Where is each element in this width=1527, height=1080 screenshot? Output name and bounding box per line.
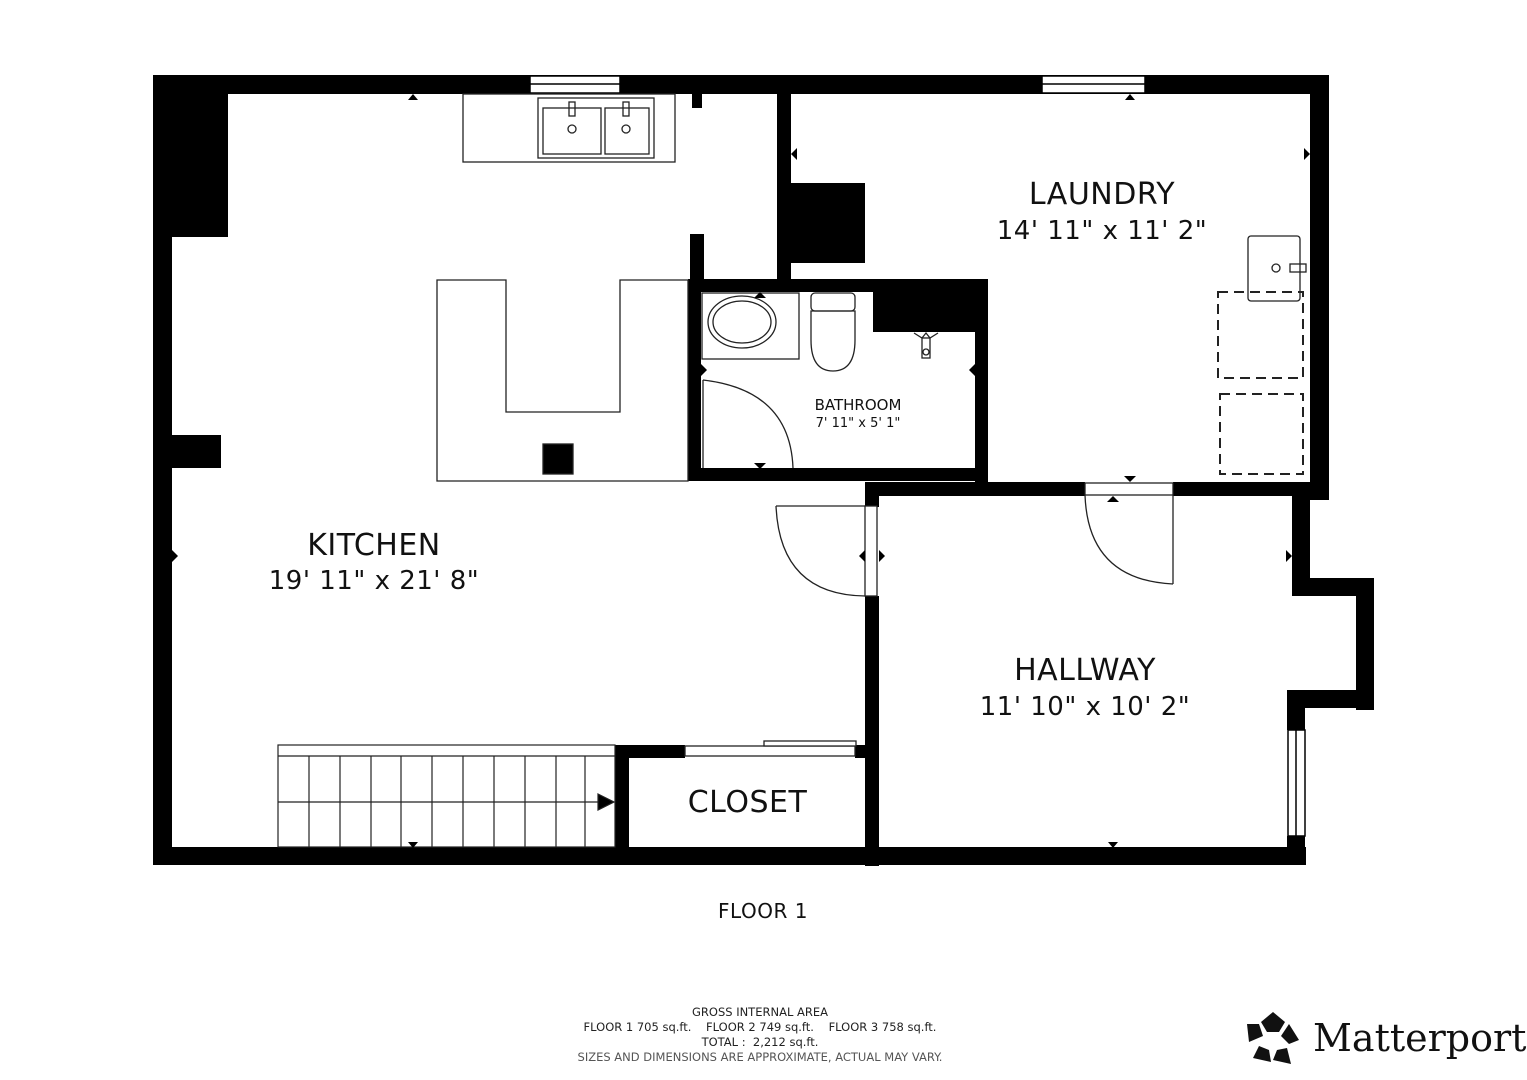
- room-name-laundry: LAUNDRY: [1028, 177, 1176, 212]
- kitchen-fixtures: [436, 93, 689, 482]
- area-floors: FLOOR 1 705 sq.ft. FLOOR 2 749 sq.ft. FL…: [583, 1020, 937, 1034]
- floor-label: FLOOR 1: [718, 899, 808, 923]
- room-name-closet: CLOSET: [687, 785, 808, 820]
- area-disclaimer: SIZES AND DIMENSIONS ARE APPROXIMATE, AC…: [577, 1050, 943, 1064]
- room-name-bathroom: BATHROOM: [814, 396, 902, 414]
- stairs: [277, 744, 616, 848]
- matterport-logo: Matterport®: [1245, 1010, 1527, 1066]
- matterport-logo-icon: [1247, 1012, 1299, 1064]
- doors: [684, 482, 1174, 757]
- bathroom-fixtures: [701, 292, 939, 469]
- windows: [529, 75, 1306, 837]
- room-dim-laundry: 14' 11" x 11' 2": [996, 216, 1208, 246]
- room-dim-kitchen: 19' 11" x 21' 8": [268, 566, 480, 596]
- walls: [153, 75, 1374, 866]
- area-summary: GROSS INTERNAL AREA FLOOR 1 705 sq.ft. F…: [560, 1005, 960, 1065]
- room-dim-hallway: 11' 10" x 10' 2": [979, 692, 1191, 722]
- room-name-kitchen: KITCHEN: [307, 528, 441, 563]
- room-name-hallway: HALLWAY: [1014, 653, 1156, 688]
- brand-name: Matterport: [1313, 1016, 1527, 1060]
- area-total: TOTAL : 2,212 sq.ft.: [701, 1035, 819, 1049]
- laundry-fixtures: [1217, 235, 1307, 475]
- room-dim-bathroom: 7' 11" x 5' 1": [815, 416, 901, 431]
- dimension-markers: [172, 94, 1310, 848]
- area-title: GROSS INTERNAL AREA: [691, 1005, 828, 1019]
